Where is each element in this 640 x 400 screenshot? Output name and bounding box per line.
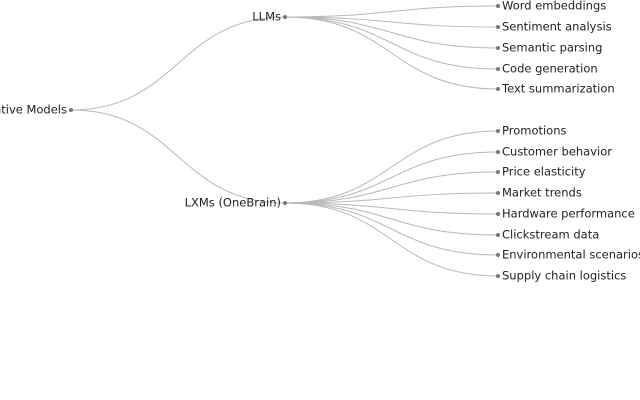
leaf-label: Supply chain logistics [502,269,626,283]
link-lxms-clickstream-data [284,202,499,236]
tree-links [70,5,499,277]
leaf-node-supply-chain-logistics: Supply chain logistics [496,269,626,283]
leaf-label: Text summarization [501,82,615,96]
leaf-node-price-elasticity: Price elasticity [496,165,586,179]
link-lxms-environmental-scenarios [284,202,499,256]
link-lxms-promotions [284,130,499,204]
leaf-node-sentiment-analysis: Sentiment analysis [496,20,612,34]
link-llms-semantic-parsing [284,16,499,49]
leaf-node-promotions: Promotions [496,124,567,138]
leaf-node-customer-behavior: Customer behavior [496,145,612,159]
leaf-label: Hardware performance [502,207,635,221]
leaf-label: Code generation [502,62,598,76]
leaf-label: Clickstream data [502,228,599,242]
link-root-llms [70,16,286,111]
link-llms-sentiment-analysis [284,16,499,28]
leaf-dot [496,212,500,216]
leaf-dot [496,274,500,278]
leaf-node-code-generation: Code generation [496,62,598,76]
leaf-dot [496,25,500,29]
leaf-label: Market trends [502,186,582,200]
link-lxms-price-elasticity [284,171,499,204]
root-node: Generative Models [0,103,73,117]
lxms-node-dot [283,201,287,205]
leaf-label: Customer behavior [502,145,612,159]
leaf-node-semantic-parsing: Semantic parsing [496,41,602,55]
leaf-label: Word embeddings [502,0,606,13]
leaf-dot [496,4,500,8]
leaf-node-hardware-performance: Hardware performance [496,207,635,221]
link-lxms-supply-chain-logistics [284,202,499,277]
leaf-label: Environmental scenarios [502,248,640,262]
lxms-node-label: LXMs (OneBrain) [185,196,281,210]
leaf-node-word-embeddings: Word embeddings [496,0,606,13]
leaf-label: Price elasticity [502,165,586,179]
link-lxms-customer-behavior [284,151,499,204]
leaf-label: Semantic parsing [502,41,602,55]
leaf-dot [496,233,500,237]
leaf-node-text-summarization: Text summarization [496,82,615,96]
root-node-label: Generative Models [0,103,67,117]
leaf-dot [496,170,500,174]
leaf-dot [496,253,500,257]
leaf-node-clickstream-data: Clickstream data [496,228,599,242]
leaf-label: Sentiment analysis [502,20,612,34]
root-node-dot [69,108,73,112]
link-llms-word-embeddings [284,5,499,18]
leaf-dot [496,87,500,91]
link-llms-code-generation [284,16,499,70]
branch-node-llms: LLMs [252,10,287,24]
leaf-dot [496,46,500,50]
leaf-dot [496,67,500,71]
llms-node-label: LLMs [252,10,281,24]
leaf-dot [496,150,500,154]
leaf-dot [496,129,500,133]
link-lxms-market-trends [284,192,499,204]
leaf-node-market-trends: Market trends [496,186,582,200]
leaf-label: Promotions [502,124,567,138]
leaf-node-environmental-scenarios: Environmental scenarios [496,248,640,262]
link-lxms-hardware-performance [284,202,499,215]
leaf-dot [496,191,500,195]
link-llms-text-summarization [284,16,499,90]
link-root-lxms [70,109,286,204]
branch-node-lxms: LXMs (OneBrain) [185,196,287,210]
llms-node-dot [283,15,287,19]
